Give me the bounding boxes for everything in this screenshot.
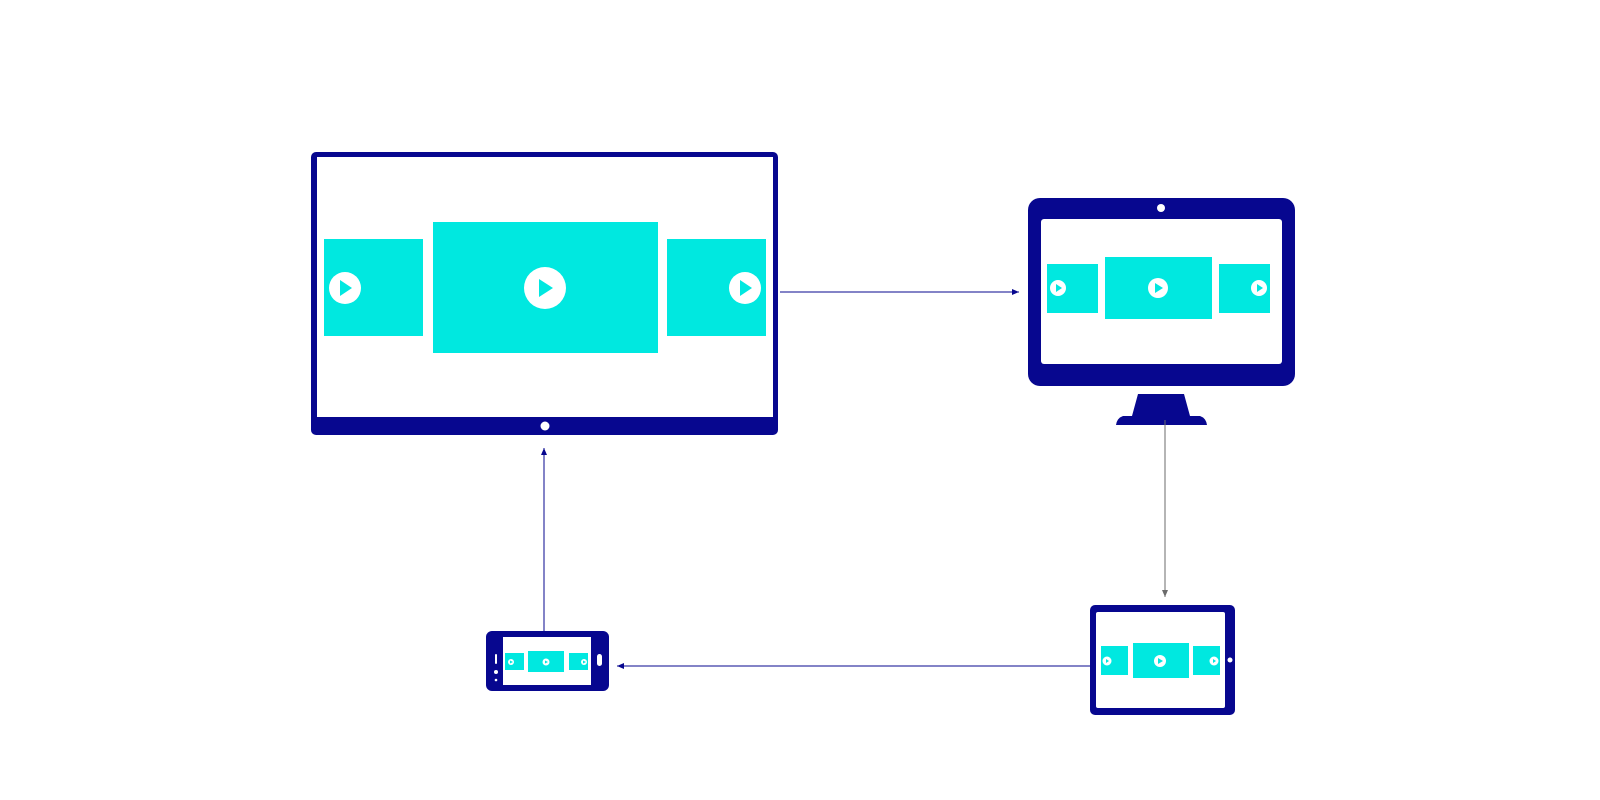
camera-dot-icon bbox=[1157, 204, 1165, 212]
tv-device bbox=[311, 152, 778, 435]
play-icon bbox=[329, 272, 361, 304]
play-icon bbox=[542, 658, 550, 666]
home-button-icon bbox=[597, 654, 602, 666]
play-icon bbox=[1102, 656, 1112, 666]
play-icon bbox=[1154, 655, 1166, 667]
monitor-stand bbox=[1116, 394, 1207, 425]
play-icon bbox=[729, 272, 761, 304]
phone-device bbox=[486, 631, 609, 691]
tablet-device bbox=[1090, 605, 1235, 715]
phone-tile-left bbox=[505, 653, 524, 670]
camera-dot-icon bbox=[494, 670, 498, 674]
phone-speaker bbox=[495, 654, 497, 664]
monitor-device bbox=[1028, 198, 1295, 425]
home-button-icon bbox=[540, 421, 550, 431]
play-icon bbox=[1148, 278, 1168, 298]
play-icon bbox=[581, 659, 587, 665]
play-icon bbox=[524, 267, 566, 309]
phone-tile-right bbox=[569, 653, 588, 670]
play-icon bbox=[1209, 656, 1219, 666]
play-icon bbox=[1251, 280, 1267, 296]
play-icon bbox=[1050, 280, 1066, 296]
camera-dot-icon bbox=[494, 678, 498, 682]
home-button-icon bbox=[1227, 657, 1233, 663]
play-icon bbox=[508, 659, 514, 665]
